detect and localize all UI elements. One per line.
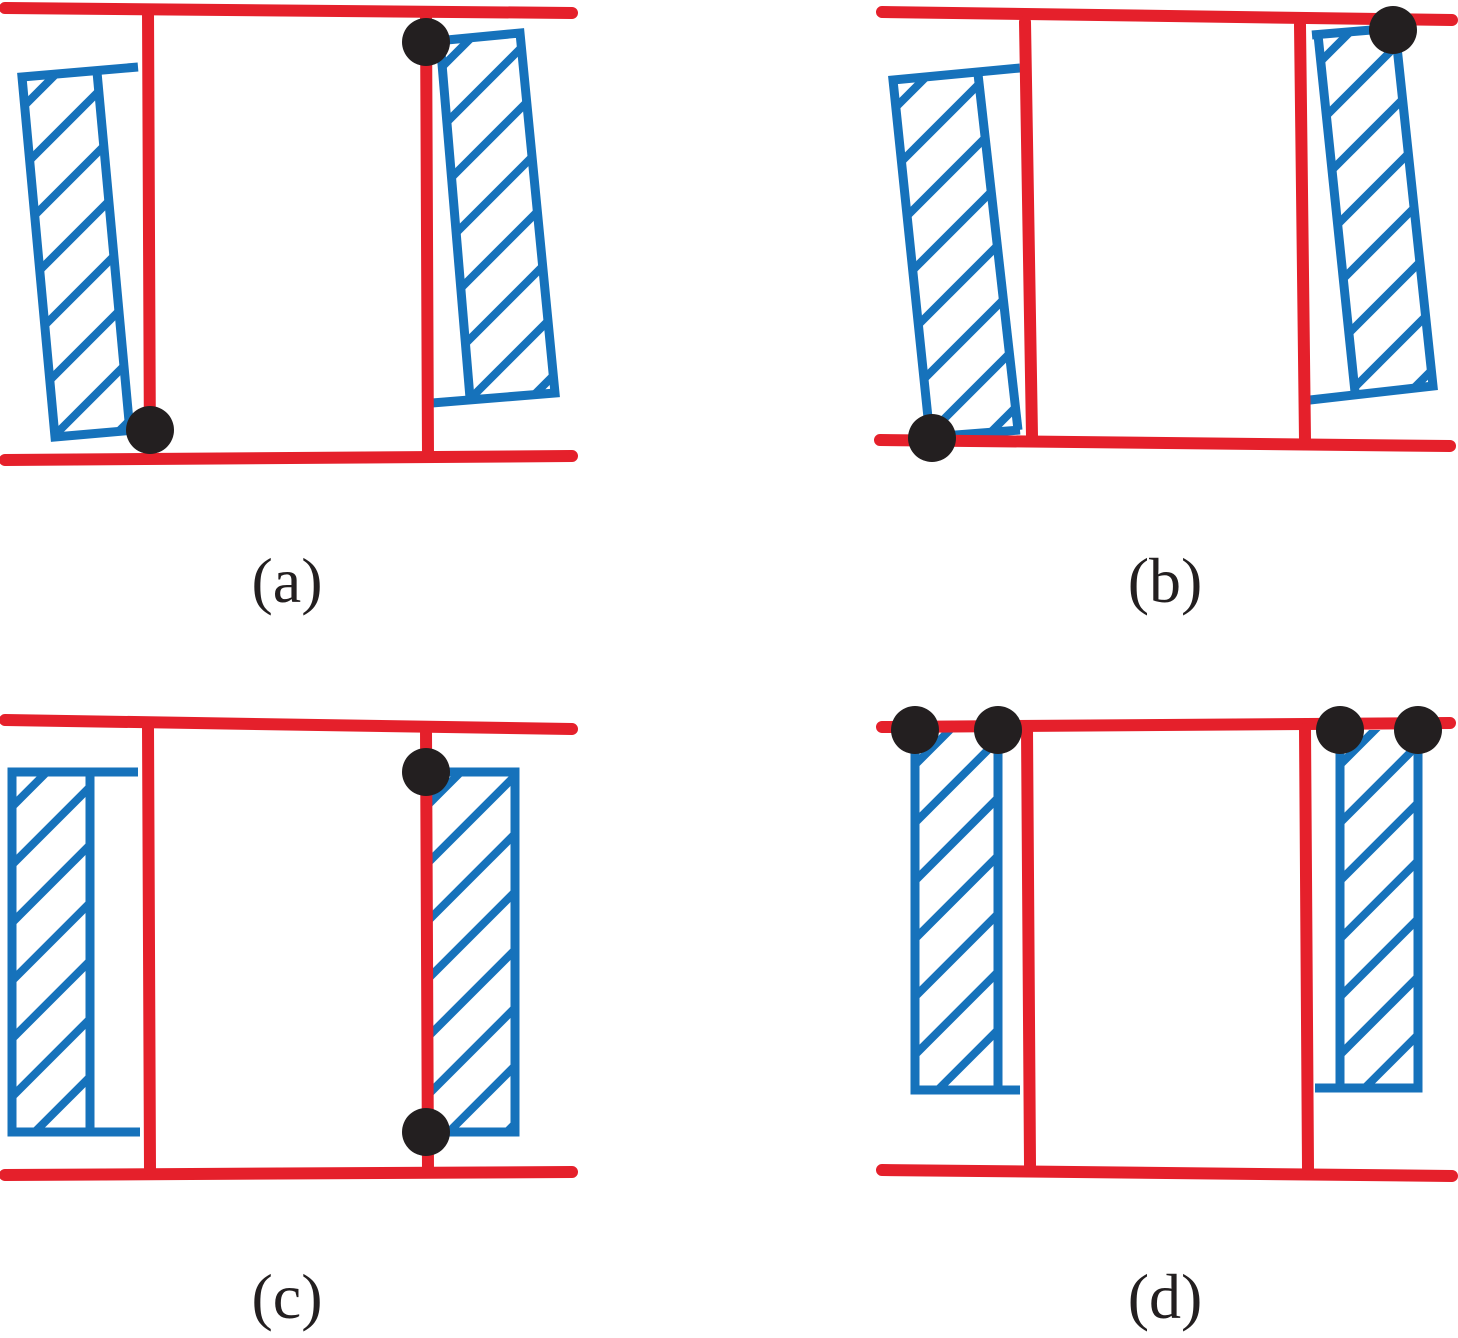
panel-a (0, 2, 578, 466)
shaft-left (1021, 723, 1036, 1171)
panel-label-d: (d) (1128, 1261, 1203, 1332)
shaft-left (1019, 16, 1038, 442)
shaft-right (420, 8, 434, 462)
shaft-right (420, 724, 434, 1176)
hatching (1340, 730, 1418, 1088)
contact-point (891, 706, 939, 754)
left-bearing-outline (888, 63, 1021, 442)
hatching (426, 772, 515, 1132)
contact-point (402, 748, 450, 796)
contact-point (974, 706, 1022, 754)
contact-point (402, 1108, 450, 1156)
shaft-bottom (0, 450, 578, 466)
shaft-bottom (874, 434, 1456, 452)
shaft-top (876, 717, 1456, 733)
panel-c (0, 714, 578, 1181)
right-bearing-outline (1309, 23, 1438, 405)
right-bearing-inner (1313, 34, 1360, 393)
panel-label-a: (a) (251, 545, 322, 616)
panel-label-c: (c) (251, 1261, 322, 1332)
left-bearing-outline (910, 730, 1020, 1095)
right-bearing-outline (1315, 730, 1423, 1093)
right-bearing-inner (435, 39, 475, 399)
shaft-right (1294, 19, 1311, 446)
contact-point (1369, 6, 1417, 54)
panel-b (874, 6, 1458, 462)
contact-point (1316, 706, 1364, 754)
shaft-bottom (0, 1166, 578, 1181)
shaft-left (142, 6, 156, 464)
shaft-right (1299, 723, 1314, 1174)
right-bearing-outline (426, 767, 520, 1137)
left-bearing-inner (92, 71, 135, 433)
contact-point (1394, 706, 1442, 754)
shaft-top (0, 714, 578, 735)
contact-point (908, 414, 956, 462)
panel-d (876, 706, 1458, 1182)
hatching (12, 772, 90, 1132)
right-bearing-outline (425, 28, 560, 408)
left-bearing-outline (17, 62, 139, 442)
left-bearing-outline (7, 767, 140, 1137)
left-bearing-inner (973, 73, 1023, 431)
shaft-top (0, 2, 578, 19)
contact-point (402, 18, 450, 66)
shaft-bottom (876, 1164, 1458, 1182)
shaft-left (142, 721, 156, 1176)
contact-point (126, 406, 174, 454)
panel-label-b: (b) (1128, 545, 1203, 616)
shaft-top (876, 6, 1458, 26)
